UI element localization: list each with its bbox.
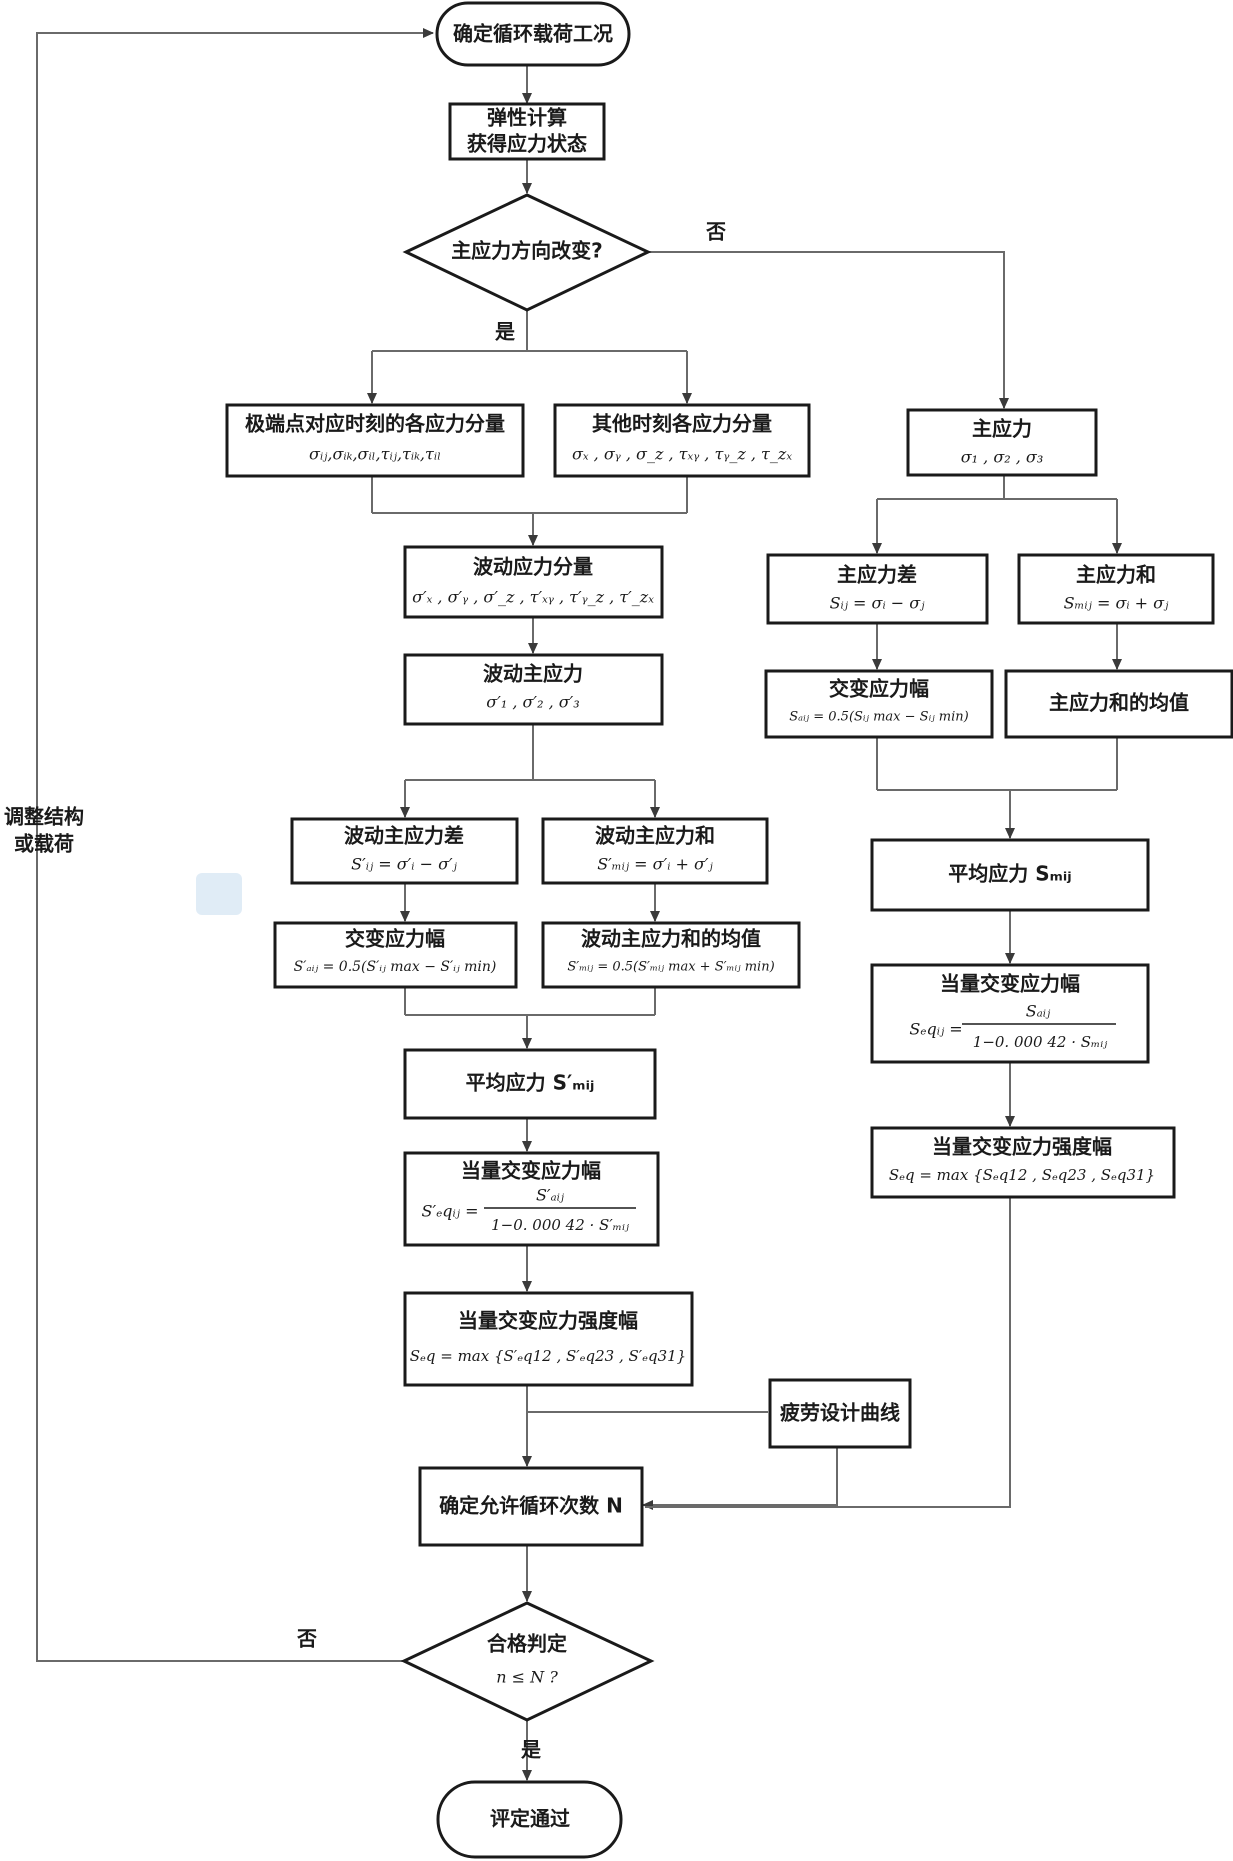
main-sum-mean-title: 主应力和的均值 [1049, 691, 1189, 715]
fluct-comp-formula: σ′ₓ , σ′ᵧ , σ′_z , τ′ₓᵧ , τ′ᵧ_z , τ′_zₓ [412, 588, 654, 607]
alt-amp-r-formula: Sₐᵢⱼ = 0.5(Sᵢⱼ max − Sᵢⱼ min) [789, 710, 968, 725]
start-label: 确定循环载荷工况 [453, 22, 613, 46]
qualification-decision: 合格判定 n ≤ N ? [400, 1601, 655, 1722]
principal-sum-mean-box: 主应力和的均值 [1004, 669, 1233, 739]
watermark-logo [196, 873, 242, 915]
start-terminal: 确定循环载荷工况 [435, 1, 631, 67]
fluct-sum-title: 波动主应力和 [595, 824, 715, 848]
alt-amp-r-title: 交变应力幅 [829, 677, 929, 701]
alt-amp-l-formula: S′ₐᵢⱼ = 0.5(S′ᵢⱼ max − S′ᵢⱼ min) [294, 959, 497, 975]
adjust-label-line2: 或载荷 [14, 832, 74, 856]
elastic-line2: 获得应力状态 [467, 132, 587, 156]
principal-title: 主应力 [972, 417, 1032, 441]
mean-stress-left-box: 平均应力 S′ₘᵢⱼ [403, 1048, 657, 1120]
allow-n-label: 确定允许循环次数 N [439, 1494, 623, 1518]
fluct-diff-formula: S′ᵢⱼ = σ′ᵢ − σ′ⱼ [351, 855, 458, 874]
principal-direction-decision: 主应力方向改变? [402, 193, 652, 312]
fluct-diff-title: 波动主应力差 [344, 824, 464, 848]
decision2-yes-label: 是 [520, 1738, 541, 1762]
other-title: 其他时刻各应力分量 [592, 412, 772, 436]
end-label: 评定通过 [490, 1807, 570, 1831]
main-diff-title: 主应力差 [837, 563, 917, 587]
alternating-amplitude-left-box: 交变应力幅 S′ₐᵢⱼ = 0.5(S′ᵢⱼ max − S′ᵢⱼ min) [273, 921, 518, 989]
fluct-sum-formula: S′ₘᵢⱼ = σ′ᵢ + σ′ⱼ [597, 855, 713, 874]
equivalent-amplitude-left-box: 当量交变应力幅 S′ₑqᵢⱼ = S′ₐᵢⱼ 1−0. 000 42 · S′ₘ… [403, 1151, 660, 1247]
mean-stress-right-box: 平均应力 Sₘᵢⱼ [870, 838, 1150, 912]
eq-str-r-title: 当量交变应力强度幅 [932, 1135, 1112, 1159]
eq-amp-r-numerator: Sₐᵢⱼ [1026, 1002, 1051, 1021]
decision1-no-label: 否 [705, 220, 726, 244]
fluctuating-principal-sum-box: 波动主应力和 S′ₘᵢⱼ = σ′ᵢ + σ′ⱼ [541, 817, 769, 885]
equivalent-strength-right-box: 当量交变应力强度幅 Sₑq = max {Sₑq12 , Sₑq23 , Sₑq… [870, 1126, 1176, 1199]
decision2-title: 合格判定 [487, 1632, 567, 1656]
principal-stress-box: 主应力 σ₁ , σ₂ , σ₃ [906, 408, 1098, 477]
eq-amp-r-denominator: 1−0. 000 42 · Sₘᵢⱼ [973, 1033, 1107, 1051]
fluctuating-sum-mean-box: 波动主应力和的均值 S′ₘᵢⱼ = 0.5(S′ₘᵢⱼ max + S′ₘᵢⱼ … [541, 921, 801, 989]
eq-str-r-formula: Sₑq = max {Sₑq12 , Sₑq23 , Sₑq31} [889, 1166, 1155, 1184]
fluctuating-principal-diff-box: 波动主应力差 S′ᵢⱼ = σ′ᵢ − σ′ⱼ [290, 817, 519, 885]
alt-amp-l-title: 交变应力幅 [345, 927, 445, 951]
extreme-title: 极端点对应时刻的各应力分量 [245, 412, 505, 436]
main-sum-title: 主应力和 [1076, 563, 1156, 587]
main-sum-formula: Sₘᵢⱼ = σᵢ + σⱼ [1064, 594, 1169, 613]
mean-l-title: 平均应力 S′ₘᵢⱼ [466, 1071, 595, 1095]
decision1-label: 主应力方向改变? [451, 239, 603, 263]
eq-str-l-title: 当量交变应力强度幅 [458, 1309, 638, 1333]
equivalent-strength-left-box: 当量交变应力强度幅 Sₑq = max {S′ₑq12 , S′ₑq23 , S… [403, 1291, 694, 1387]
eq-amp-r-lhs: Sₑqᵢⱼ = [909, 1020, 962, 1039]
allowable-cycles-box: 确定允许循环次数 N [418, 1466, 644, 1547]
extreme-formula: σᵢⱼ,σᵢₖ,σᵢₗ,τᵢⱼ,τᵢₖ,τᵢₗ [309, 445, 441, 464]
end-terminal: 评定通过 [436, 1780, 623, 1859]
principal-formula: σ₁ , σ₂ , σ₃ [961, 448, 1044, 467]
fluct-mean-formula: S′ₘᵢⱼ = 0.5(S′ₘᵢⱼ max + S′ₘᵢⱼ min) [567, 960, 774, 975]
fluct-main-formula: σ′₁ , σ′₂ , σ′₃ [486, 693, 579, 712]
principal-diff-box: 主应力差 Sᵢⱼ = σᵢ − σⱼ [766, 553, 989, 625]
adjust-label-line1: 调整结构 [4, 805, 84, 829]
elastic-line1: 弹性计算 [487, 106, 567, 130]
eq-amp-l-lhs: S′ₑqᵢⱼ = [422, 1202, 479, 1221]
other-time-stress-components-box: 其他时刻各应力分量 σₓ , σᵧ , σ_z , τₓᵧ , τᵧ_z , τ… [553, 403, 811, 478]
other-formula: σₓ , σᵧ , σ_z , τₓᵧ , τᵧ_z , τ_zₓ [572, 445, 792, 464]
eq-str-l-formula: Sₑq = max {S′ₑq12 , S′ₑq23 , S′ₑq31} [410, 1347, 686, 1365]
fatigue-label: 疲劳设计曲线 [780, 1401, 900, 1425]
decision1-yes-label: 是 [494, 320, 515, 344]
fluct-comp-title: 波动应力分量 [473, 555, 593, 579]
decision2-formula: n ≤ N ? [496, 1668, 558, 1687]
principal-sum-box: 主应力和 Sₘᵢⱼ = σᵢ + σⱼ [1017, 553, 1215, 625]
fluct-main-title: 波动主应力 [483, 662, 583, 686]
extreme-stress-components-box: 极端点对应时刻的各应力分量 σᵢⱼ,σᵢₖ,σᵢₗ,τᵢⱼ,τᵢₖ,τᵢₗ [225, 403, 525, 478]
eq-amp-l-title: 当量交变应力幅 [461, 1159, 601, 1183]
decision2-no-label: 否 [296, 1627, 317, 1651]
fluctuating-stress-components-box: 波动应力分量 σ′ₓ , σ′ᵧ , σ′_z , τ′ₓᵧ , τ′ᵧ_z ,… [403, 545, 664, 619]
mean-r-title: 平均应力 Sₘᵢⱼ [948, 862, 1071, 886]
alternating-amplitude-right-box: 交变应力幅 Sₐᵢⱼ = 0.5(Sᵢⱼ max − Sᵢⱼ min) [764, 669, 994, 739]
main-diff-formula: Sᵢⱼ = σᵢ − σⱼ [830, 594, 926, 613]
elastic-calc-box: 弹性计算 获得应力状态 [448, 102, 606, 161]
fluct-mean-title: 波动主应力和的均值 [581, 927, 761, 951]
fatigue-design-curve-box: 疲劳设计曲线 [768, 1378, 912, 1449]
eq-amp-l-numerator: S′ₐᵢⱼ [536, 1186, 565, 1205]
eq-amp-l-denominator: 1−0. 000 42 · S′ₘᵢⱼ [491, 1216, 629, 1234]
fluctuating-principal-stress-box: 波动主应力 σ′₁ , σ′₂ , σ′₃ [403, 653, 664, 726]
equivalent-amplitude-right-box: 当量交变应力幅 Sₑqᵢⱼ = Sₐᵢⱼ 1−0. 000 42 · Sₘᵢⱼ [870, 963, 1150, 1064]
eq-amp-r-title: 当量交变应力幅 [940, 972, 1080, 996]
connectors [36, 28, 1122, 1781]
